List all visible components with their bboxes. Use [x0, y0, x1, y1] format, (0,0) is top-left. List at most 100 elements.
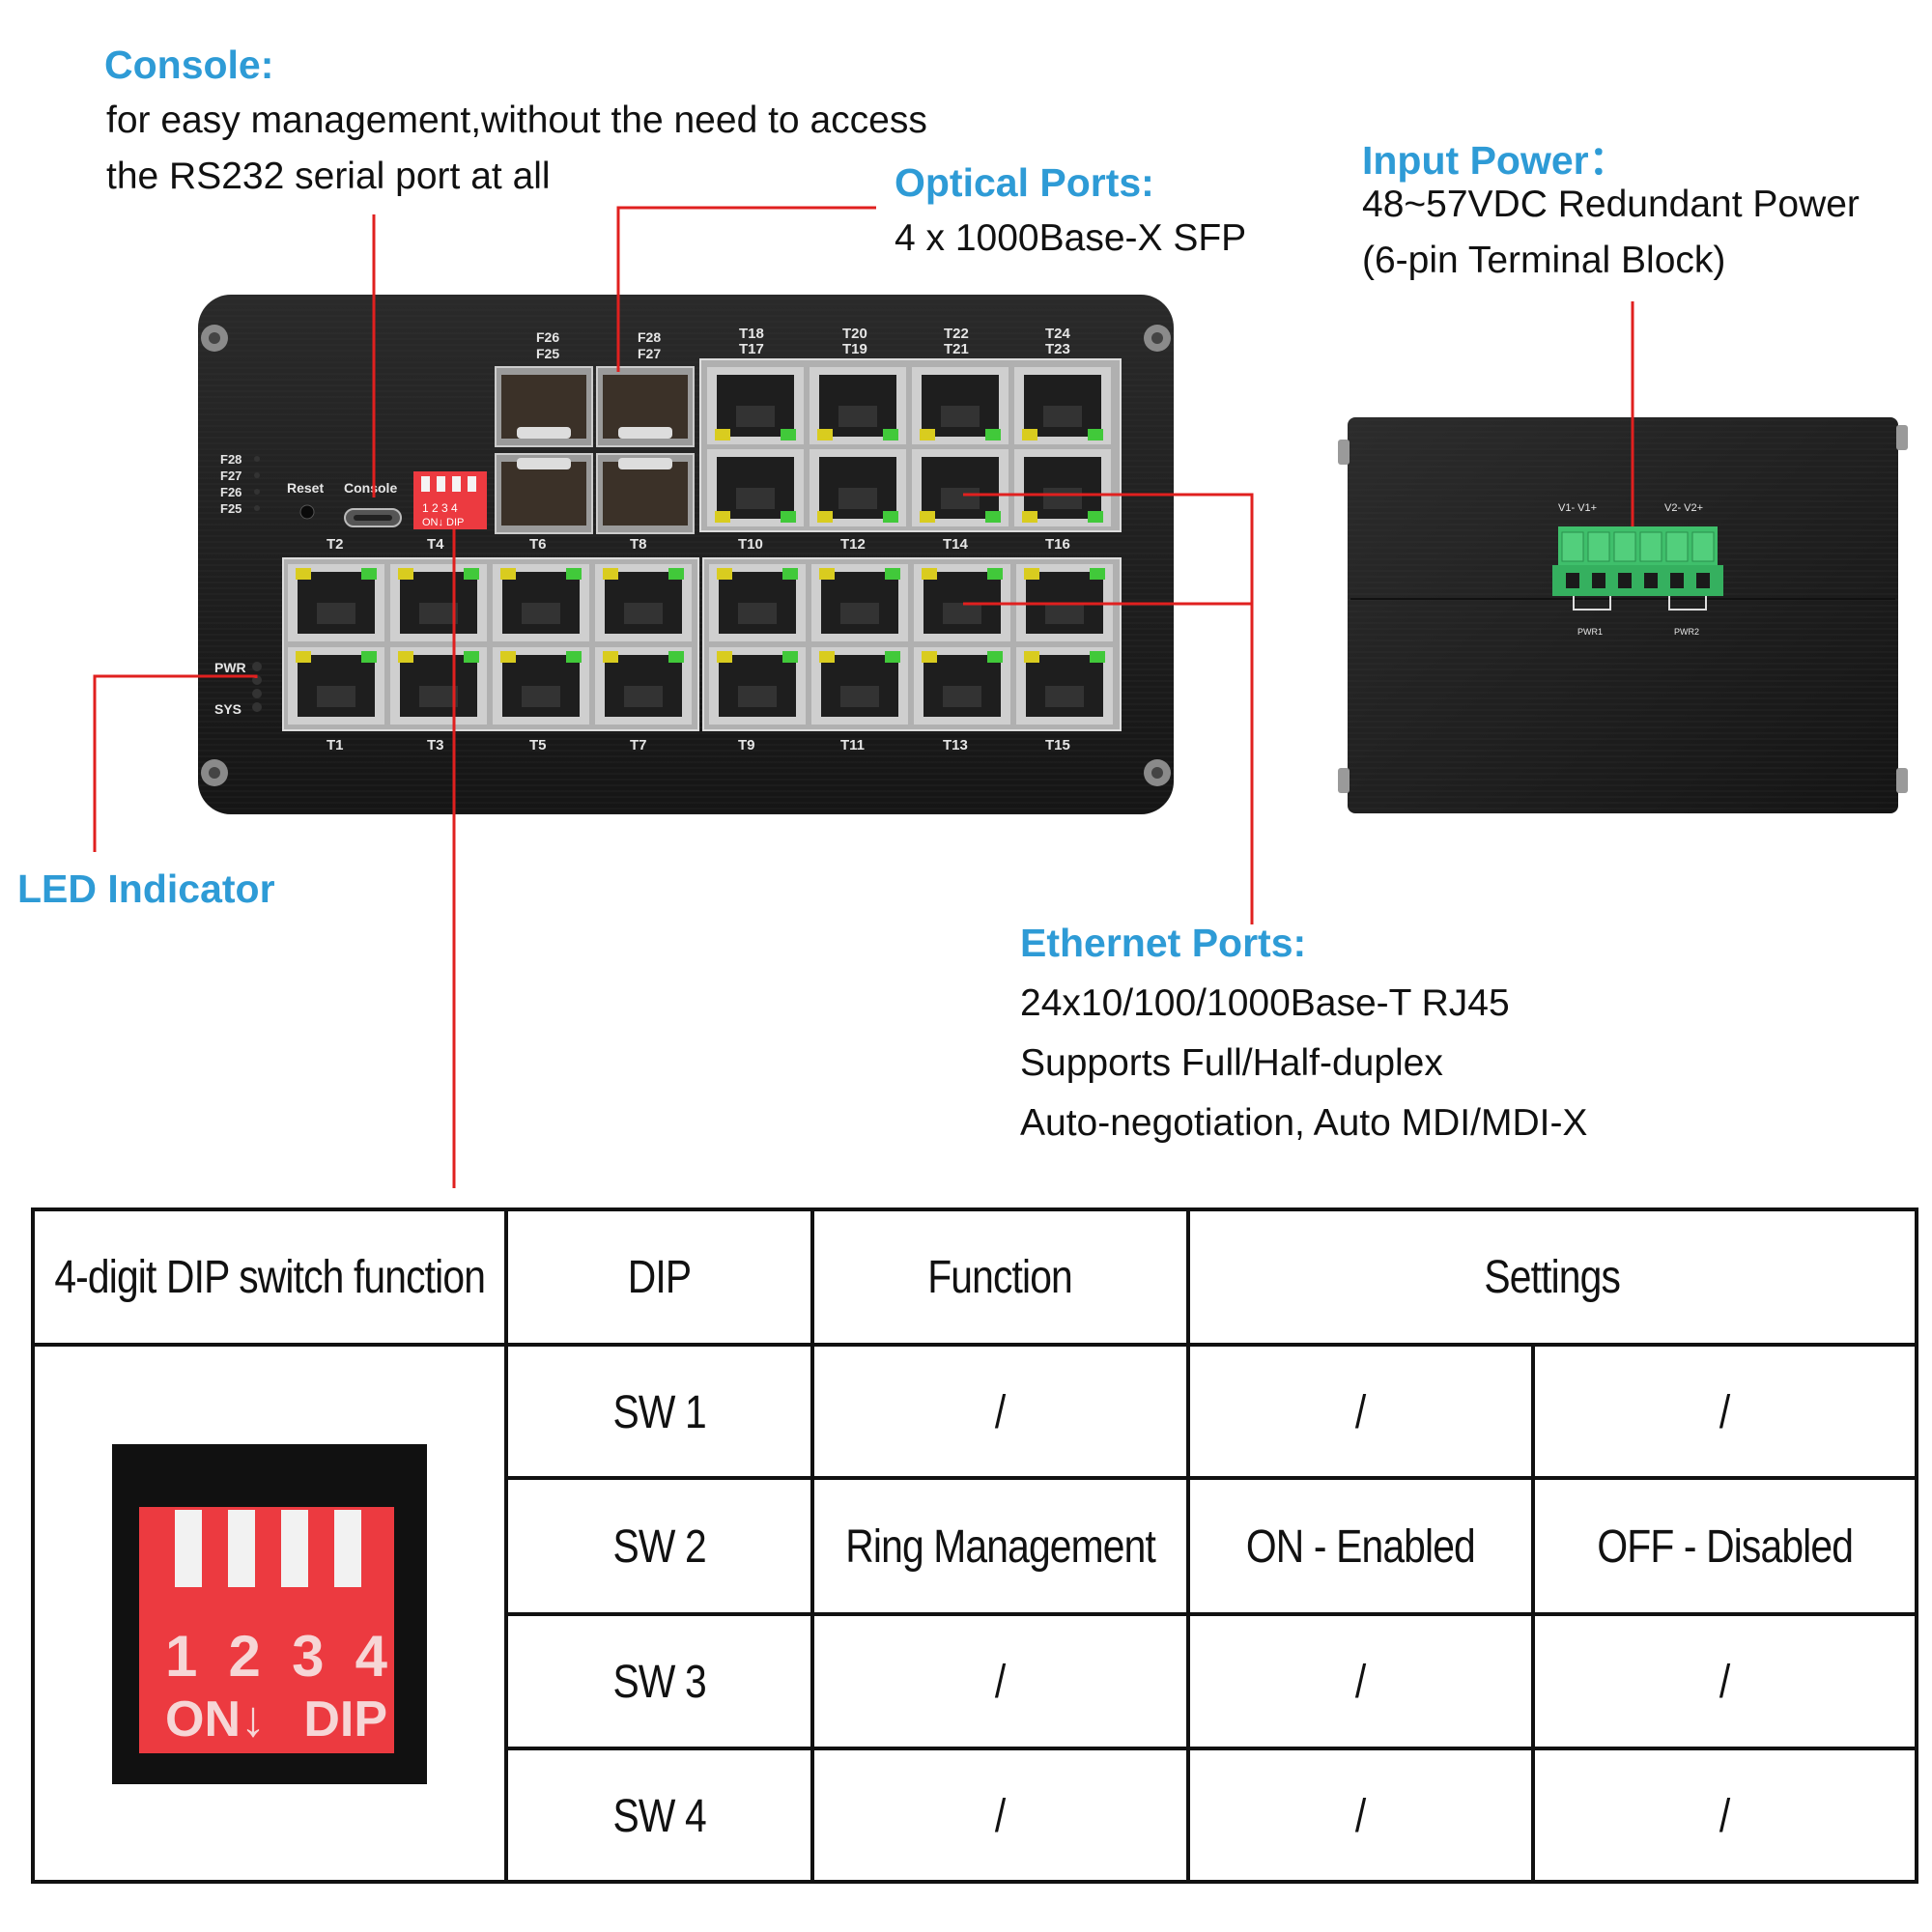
terminal-block[interactable] — [1552, 526, 1723, 596]
setting-off-cell: / — [1719, 1790, 1730, 1842]
sfp-port[interactable] — [495, 366, 593, 447]
rj45-port[interactable] — [390, 647, 487, 724]
led-icon — [254, 505, 260, 511]
sfp-label: F25 — [536, 346, 559, 361]
sfp-port[interactable] — [495, 453, 593, 534]
setting-on-cell: ON - Enabled — [1246, 1521, 1476, 1573]
led-icon — [920, 511, 935, 523]
dip-function-table: 4-digit DIP switch function DIP Function… — [31, 1208, 1918, 1884]
optical-callout-line: 4 x 1000Base-X SFP — [895, 217, 1247, 259]
led-icon — [1088, 511, 1103, 523]
header-dip: DIP — [627, 1251, 692, 1303]
terminal-label-v2: V2- V2+ — [1664, 502, 1703, 514]
function-cell: / — [995, 1790, 1006, 1842]
rj45-port[interactable] — [1014, 449, 1111, 526]
power-callout-line: (6-pin Terminal Block) — [1362, 240, 1726, 281]
rj45-port[interactable] — [493, 564, 589, 641]
led-icon — [464, 651, 479, 663]
rj45-port[interactable] — [811, 647, 908, 724]
rj45-port[interactable] — [709, 564, 806, 641]
sfp-label: F28 — [638, 329, 661, 345]
led-icon — [668, 651, 684, 663]
function-cell: Ring Management — [845, 1521, 1155, 1573]
led-icon — [920, 429, 935, 440]
rj45-port[interactable] — [810, 367, 906, 444]
dip-switch[interactable]: 1 2 3 4 ON↓ DIP — [413, 471, 487, 529]
rj45-port[interactable] — [707, 449, 804, 526]
port-label: T9 — [738, 737, 755, 753]
dip-cell: SW 1 — [612, 1386, 706, 1438]
port-label: T10 — [738, 536, 763, 553]
setting-on-cell: / — [1355, 1657, 1366, 1708]
ethernet-callout-text: 24x10/100/1000Base-T RJ45 Supports Full/… — [1020, 974, 1587, 1153]
led-icon — [817, 511, 833, 523]
rj45-port[interactable] — [912, 367, 1009, 444]
rj45-port[interactable] — [390, 564, 487, 641]
led-icon — [252, 702, 262, 712]
led-callout-title: LED Indicator — [17, 867, 275, 911]
function-cell: / — [995, 1657, 1006, 1708]
power-callout-title: Input Power： — [1362, 138, 1629, 183]
rj45-port[interactable] — [288, 647, 384, 724]
svg-text:1 2 3 4: 1 2 3 4 — [422, 501, 458, 515]
port-label: T23 — [1045, 341, 1070, 357]
rj45-port[interactable] — [595, 647, 692, 724]
reset-button[interactable] — [299, 504, 315, 520]
sfp-cages — [495, 366, 695, 534]
rj45-port[interactable] — [912, 449, 1009, 526]
sfp-port[interactable] — [596, 366, 695, 447]
setting-off-cell: OFF - Disabled — [1597, 1521, 1854, 1573]
dip-cell: SW 4 — [612, 1790, 706, 1842]
power-callout-line: 48~57VDC Redundant Power — [1362, 184, 1860, 225]
rj45-port[interactable] — [709, 647, 806, 724]
led-icon — [781, 429, 796, 440]
screw-icon — [201, 325, 1171, 786]
ethernet-callout-line: 24x10/100/1000Base-T RJ45 — [1020, 982, 1510, 1024]
led-icon — [252, 689, 262, 698]
rj45-port[interactable] — [810, 449, 906, 526]
rj45-port[interactable] — [914, 647, 1010, 724]
led-icon — [715, 511, 730, 523]
setting-off-cell: / — [1719, 1657, 1730, 1708]
led-icon — [668, 568, 684, 580]
sfp-label: F26 — [536, 329, 559, 345]
table-grid — [31, 1208, 1918, 1884]
rj45-port[interactable] — [1016, 647, 1113, 724]
rj45-port[interactable] — [595, 564, 692, 641]
rj45-ports — [288, 367, 1113, 724]
rj45-port[interactable] — [288, 564, 384, 641]
optical-callout-text: 4 x 1000Base-X SFP — [895, 211, 1246, 267]
ethernet-callout-title: Ethernet Ports: — [1020, 921, 1307, 965]
led-icon — [1024, 568, 1039, 580]
rj45-port[interactable] — [811, 564, 908, 641]
rj45-port[interactable] — [1014, 367, 1111, 444]
led-icon — [296, 568, 311, 580]
fiber-led-label: F25 — [220, 501, 242, 516]
sfp-label: F27 — [638, 346, 661, 361]
sfp-port[interactable] — [596, 453, 695, 534]
rj45-port[interactable] — [707, 367, 804, 444]
led-icon — [922, 568, 937, 580]
led-icon — [985, 429, 1001, 440]
port-label: T2 — [327, 536, 344, 553]
rj45-port[interactable] — [493, 647, 589, 724]
console-label: Console — [344, 480, 397, 496]
ethernet-callout-line: Supports Full/Half-duplex — [1020, 1042, 1443, 1084]
led-icon — [819, 651, 835, 663]
port-label: T3 — [427, 737, 444, 753]
led-icon — [361, 651, 377, 663]
port-label: T16 — [1045, 536, 1070, 553]
led-icon — [782, 651, 798, 663]
port-label: T4 — [427, 536, 444, 553]
led-icon — [296, 651, 311, 663]
led-icon — [1022, 511, 1037, 523]
header-function: Function — [927, 1251, 1074, 1303]
led-icon — [885, 651, 900, 663]
led-icon — [252, 662, 262, 671]
led-icon — [398, 568, 413, 580]
port-label: T12 — [840, 536, 866, 553]
